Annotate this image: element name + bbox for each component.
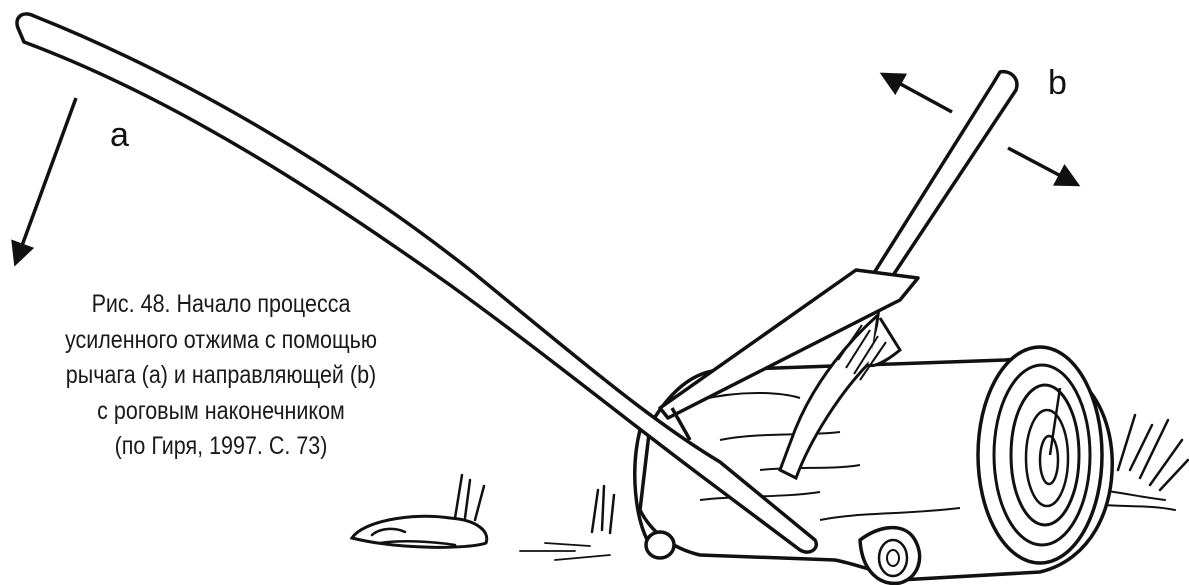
caption-line-4: с роговым наконечником (31, 394, 411, 430)
lever-a-arrow (16, 98, 76, 262)
guide-b-arrow-up (884, 75, 952, 112)
figure-caption: Рис. 48. Начало процесса усиленного отжи… (31, 287, 411, 465)
caption-line-3: рычага (a) и направляющей (b) (31, 358, 411, 394)
guide-b-arrow-down (1008, 148, 1076, 184)
lever-label-a: a (110, 118, 129, 152)
lever-a (17, 14, 816, 552)
guide-label-b: b (1048, 66, 1067, 100)
caption-line-2: усиленного отжима с помощью (31, 323, 411, 359)
caption-line-5: (по Гиря, 1997. С. 73) (31, 429, 411, 465)
caption-line-1: Рис. 48. Начало процесса (31, 287, 411, 323)
